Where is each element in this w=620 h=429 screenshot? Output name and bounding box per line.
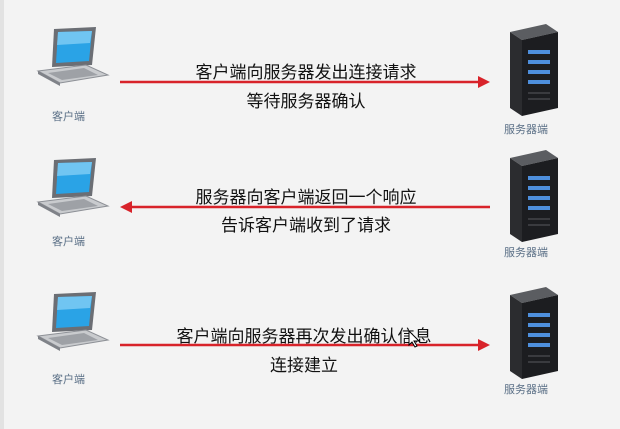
server-icon bbox=[510, 287, 558, 379]
cursor-icon bbox=[408, 330, 421, 348]
laptop-icon bbox=[36, 158, 110, 217]
server-label: 服务器端 bbox=[504, 246, 548, 259]
step2-submessage: 告诉客户端收到了请求 bbox=[221, 216, 391, 236]
step1-submessage: 等待服务器确认 bbox=[246, 92, 366, 112]
client-label: 客户端 bbox=[52, 235, 85, 248]
laptop-icon bbox=[36, 27, 110, 86]
server-label: 服务器端 bbox=[504, 383, 548, 396]
step3-submessage: 连接建立 bbox=[270, 356, 338, 376]
server-icon bbox=[510, 150, 558, 242]
step2-message: 服务器向客户端返回一个响应 bbox=[195, 188, 417, 208]
step1-message: 客户端向服务器发出连接请求 bbox=[195, 63, 417, 83]
server-label: 服务器端 bbox=[504, 123, 548, 136]
client-label: 客户端 bbox=[52, 373, 85, 386]
server-icon bbox=[510, 24, 558, 116]
laptop-icon bbox=[36, 292, 110, 351]
frame-edge bbox=[0, 0, 4, 429]
step3-message: 客户端向服务器再次发出确认信息 bbox=[176, 327, 432, 347]
client-label: 客户端 bbox=[52, 110, 85, 123]
